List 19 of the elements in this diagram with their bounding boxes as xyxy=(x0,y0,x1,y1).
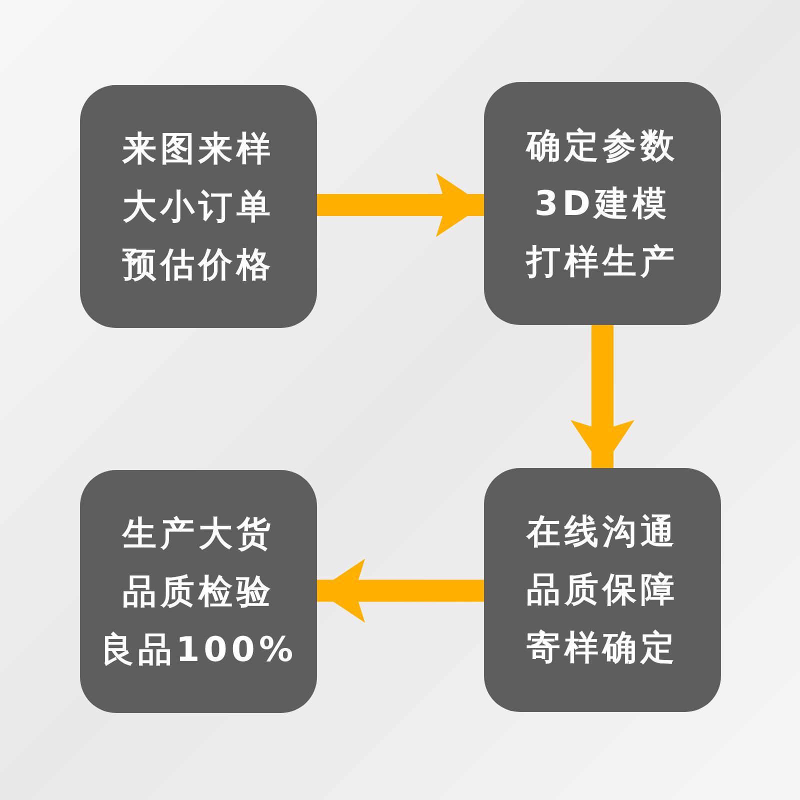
box-text: 生产大货 xyxy=(122,512,274,556)
arrow xyxy=(570,325,634,468)
box-text: 3D建模 xyxy=(534,182,670,226)
box-text: 良品100% xyxy=(100,628,298,672)
box-text: 大小订单 xyxy=(122,186,274,228)
box-text: 打样生产 xyxy=(526,240,678,284)
box-text: 品质保障 xyxy=(526,569,678,612)
box-text: 确定参数 xyxy=(526,124,678,168)
process-box xyxy=(484,468,721,712)
arrow xyxy=(317,173,484,237)
box-text: 预估价格 xyxy=(122,244,274,286)
arrow xyxy=(317,558,484,623)
box-text: 来图来样 xyxy=(122,128,274,170)
process-box xyxy=(80,85,317,328)
process-box xyxy=(484,82,721,325)
box-text: 在线沟通 xyxy=(526,511,678,554)
box-text: 寄样确定 xyxy=(526,627,678,670)
process-box xyxy=(80,470,317,713)
box-text: 品质检验 xyxy=(122,570,274,614)
